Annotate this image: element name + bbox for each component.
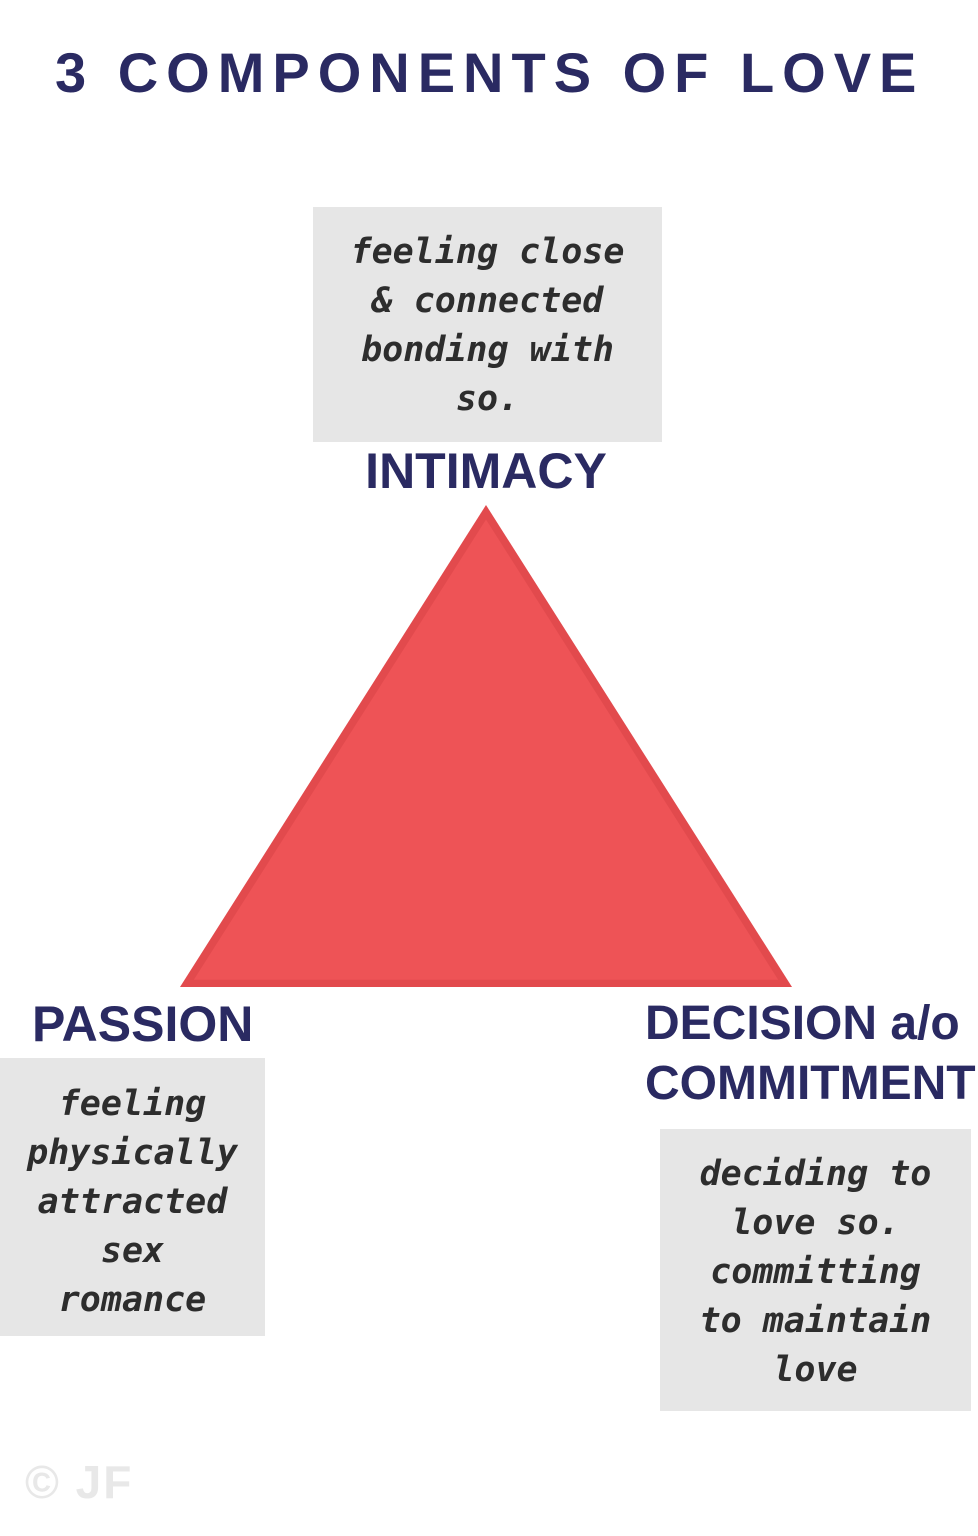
copyright-watermark: © JF — [25, 1456, 134, 1508]
passion-label: PASSION — [32, 996, 254, 1052]
commitment-description-line: deciding to — [699, 1154, 932, 1194]
page-title: 3 COMPONENTS OF LOVE — [55, 41, 925, 104]
commitment-description-box: deciding to love so. committing to maint… — [660, 1129, 971, 1411]
intimacy-description-line: feeling close — [350, 232, 625, 272]
commitment-description-line: to maintain — [699, 1301, 932, 1341]
commitment-label-line-2: COMMITMENT — [645, 1057, 976, 1110]
intimacy-description-box: feeling close & connected bonding with s… — [313, 207, 662, 442]
passion-description-line: romance — [58, 1280, 207, 1320]
commitment-label: DECISION a/o COMMITMENT — [645, 994, 976, 1114]
commitment-label-line-1: DECISION a/o — [645, 997, 960, 1050]
passion-description-line: feeling — [58, 1084, 207, 1124]
passion-description-line: sex — [100, 1231, 165, 1271]
intimacy-description-line: bonding with — [361, 330, 614, 370]
commitment-description-line: love — [773, 1350, 858, 1390]
commitment-description-line: love so. — [731, 1203, 900, 1243]
passion-description-line: attracted — [37, 1182, 228, 1222]
love-triangle-shape — [180, 505, 792, 987]
intimacy-label: INTIMACY — [365, 443, 607, 499]
passion-description-box: feeling physically attracted sex romance — [0, 1058, 265, 1336]
passion-description-line: physically — [27, 1133, 238, 1173]
commitment-description-line: committing — [710, 1252, 921, 1292]
intimacy-description-line: so. — [455, 379, 520, 419]
intimacy-description-line: & connected — [371, 281, 604, 321]
